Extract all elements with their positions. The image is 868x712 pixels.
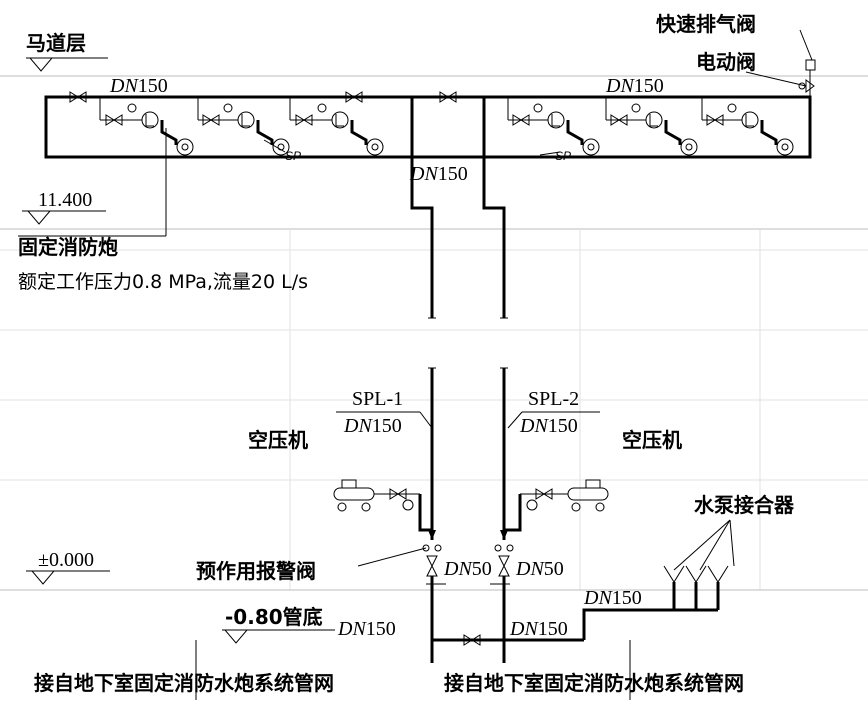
electric-valve-label: 电动阀 [696,50,756,74]
spl1-label: SPL-1 [352,388,403,410]
top-ring-main [44,95,812,159]
air-compressor-right [504,479,609,532]
ring-valve-mid-left [345,91,363,103]
dn-label-dn50-right: DN50 [515,558,564,580]
level-label-pipe-bottom: -0.80管底 [225,605,323,629]
sp-label-right: SP [555,149,571,163]
pump-adapters [663,519,735,610]
ring-valve-center [439,91,457,103]
dn-label-pump: DN150 [583,587,642,609]
fire-cannon-unit [99,97,194,156]
level-marker-pipe-bottom: -0.80管底 [222,605,335,644]
sp-leader-left [263,139,286,153]
level-marker-madao: 马道层 [26,31,108,72]
cannon-spec-label: 额定工作压力0.8 MPa,流量20 L/s [18,271,308,293]
dn-label-top-right: DN150 [605,75,664,97]
compressor-right-label: 空压机 [622,428,682,452]
background-grid [0,230,868,590]
dn-label-bottom-right: DN150 [509,618,568,640]
flow-arrows [428,530,508,540]
fire-cannon-unit [197,97,290,156]
dn-label-spl2: DN150 [519,415,578,437]
spl2-label: SPL-2 [528,388,579,410]
air-compressor-left [333,479,432,532]
bottom-header-pipe [430,608,718,663]
bottom-right-label: 接自地下室固定消防水炮系统管网 [444,671,744,695]
exhaust-valve-assembly [745,29,816,97]
exhaust-valve-label: 快速排气阀 [656,12,756,36]
alarm-valve-label: 预作用报警阀 [196,559,316,583]
level-label-11400: 11.400 [38,189,92,211]
fixed-cannon-leader [18,128,167,237]
riser-pipes-upper [410,157,508,319]
fixed-cannon-label: 固定消防炮 [18,235,118,259]
level-lines [0,75,868,591]
riser-pipes-lower [428,367,508,540]
sp-leader-right [539,151,561,156]
fire-cannon-unit [289,97,384,156]
dn-label-dn50-left: DN50 [443,558,492,580]
spl2-leader [507,411,523,429]
dn-label-center: DN150 [409,163,468,185]
dn-label-bottom-left: DN150 [337,618,396,640]
level-label-0: ±0.000 [38,549,94,571]
fire-cannon-unit [605,97,698,156]
fire-cannon-unit [507,97,600,156]
spl1-leader [419,411,433,429]
alarm-valve-left [422,544,446,640]
fire-cannon-unit [701,97,794,156]
sp-label-left: SP [285,149,301,163]
alarm-valve-leader [357,547,427,567]
level-label-madao: 马道层 [26,31,86,55]
alarm-valve-right [490,544,514,640]
ring-valve-left [69,91,87,103]
level-marker-0: ±0.000 [26,549,110,585]
bottom-left-label: 接自地下室固定消防水炮系统管网 [34,671,334,695]
dn-label-spl1: DN150 [343,415,402,437]
compressor-left-label: 空压机 [248,428,308,452]
level-marker-11400: 11.400 [22,189,106,225]
pump-adapter-label: 水泵接合器 [694,493,795,517]
dn-label-top-left: DN150 [109,75,168,97]
